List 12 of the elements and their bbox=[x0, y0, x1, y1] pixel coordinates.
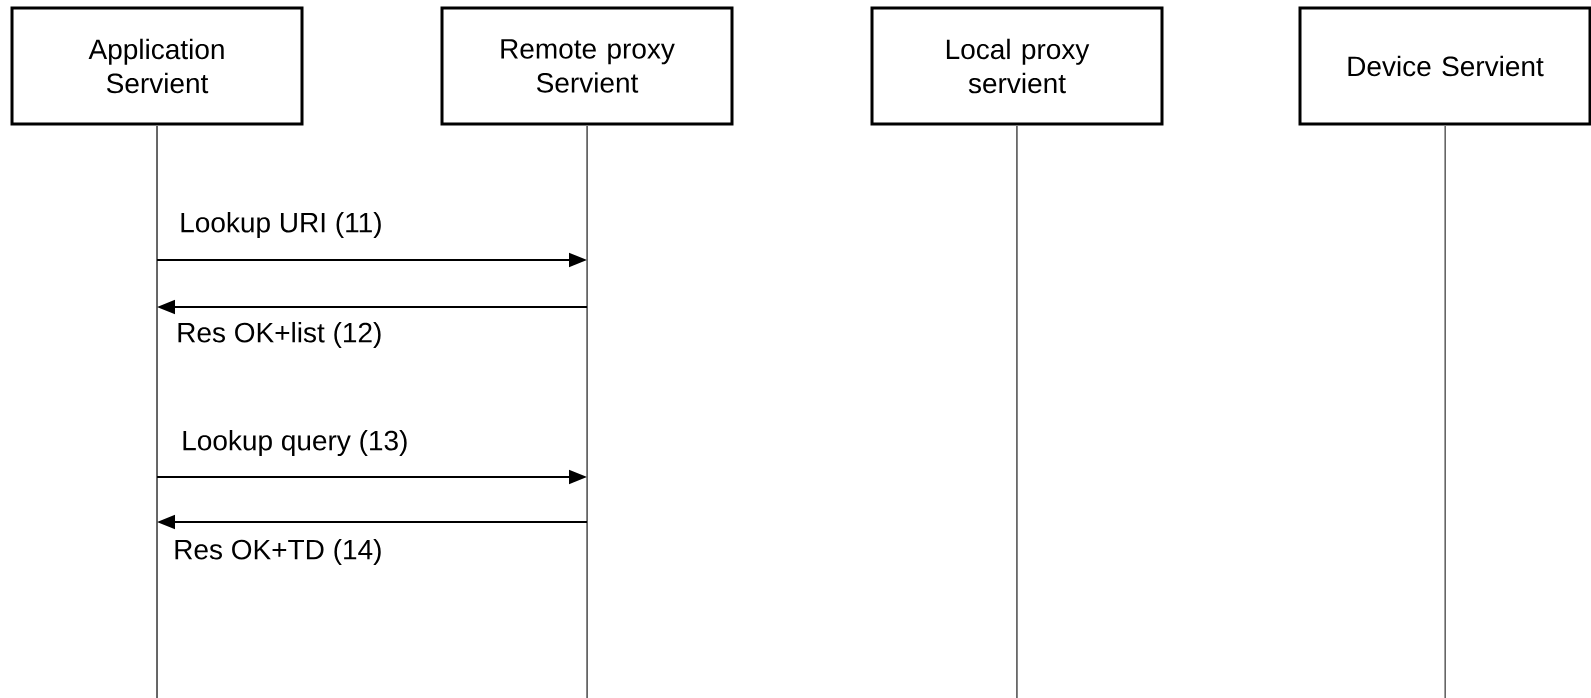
lifeline bbox=[1016, 125, 1018, 698]
lifeline bbox=[586, 125, 588, 698]
participant-box: Application Servient bbox=[10, 6, 304, 126]
participant-box: Remote proxy Servient bbox=[440, 6, 734, 126]
edge-label: Res OK+TD (14) bbox=[175, 538, 381, 566]
edge-label: Lookup query (13) bbox=[183, 429, 407, 457]
edge-label: Res OK+list (12) bbox=[178, 321, 381, 349]
participant-box: Local proxy servient bbox=[870, 6, 1164, 126]
lifeline bbox=[1444, 125, 1446, 698]
participant-box: Device Servient bbox=[1298, 6, 1591, 126]
edge-label: Lookup URI (11) bbox=[181, 211, 381, 239]
lifeline bbox=[156, 125, 158, 698]
